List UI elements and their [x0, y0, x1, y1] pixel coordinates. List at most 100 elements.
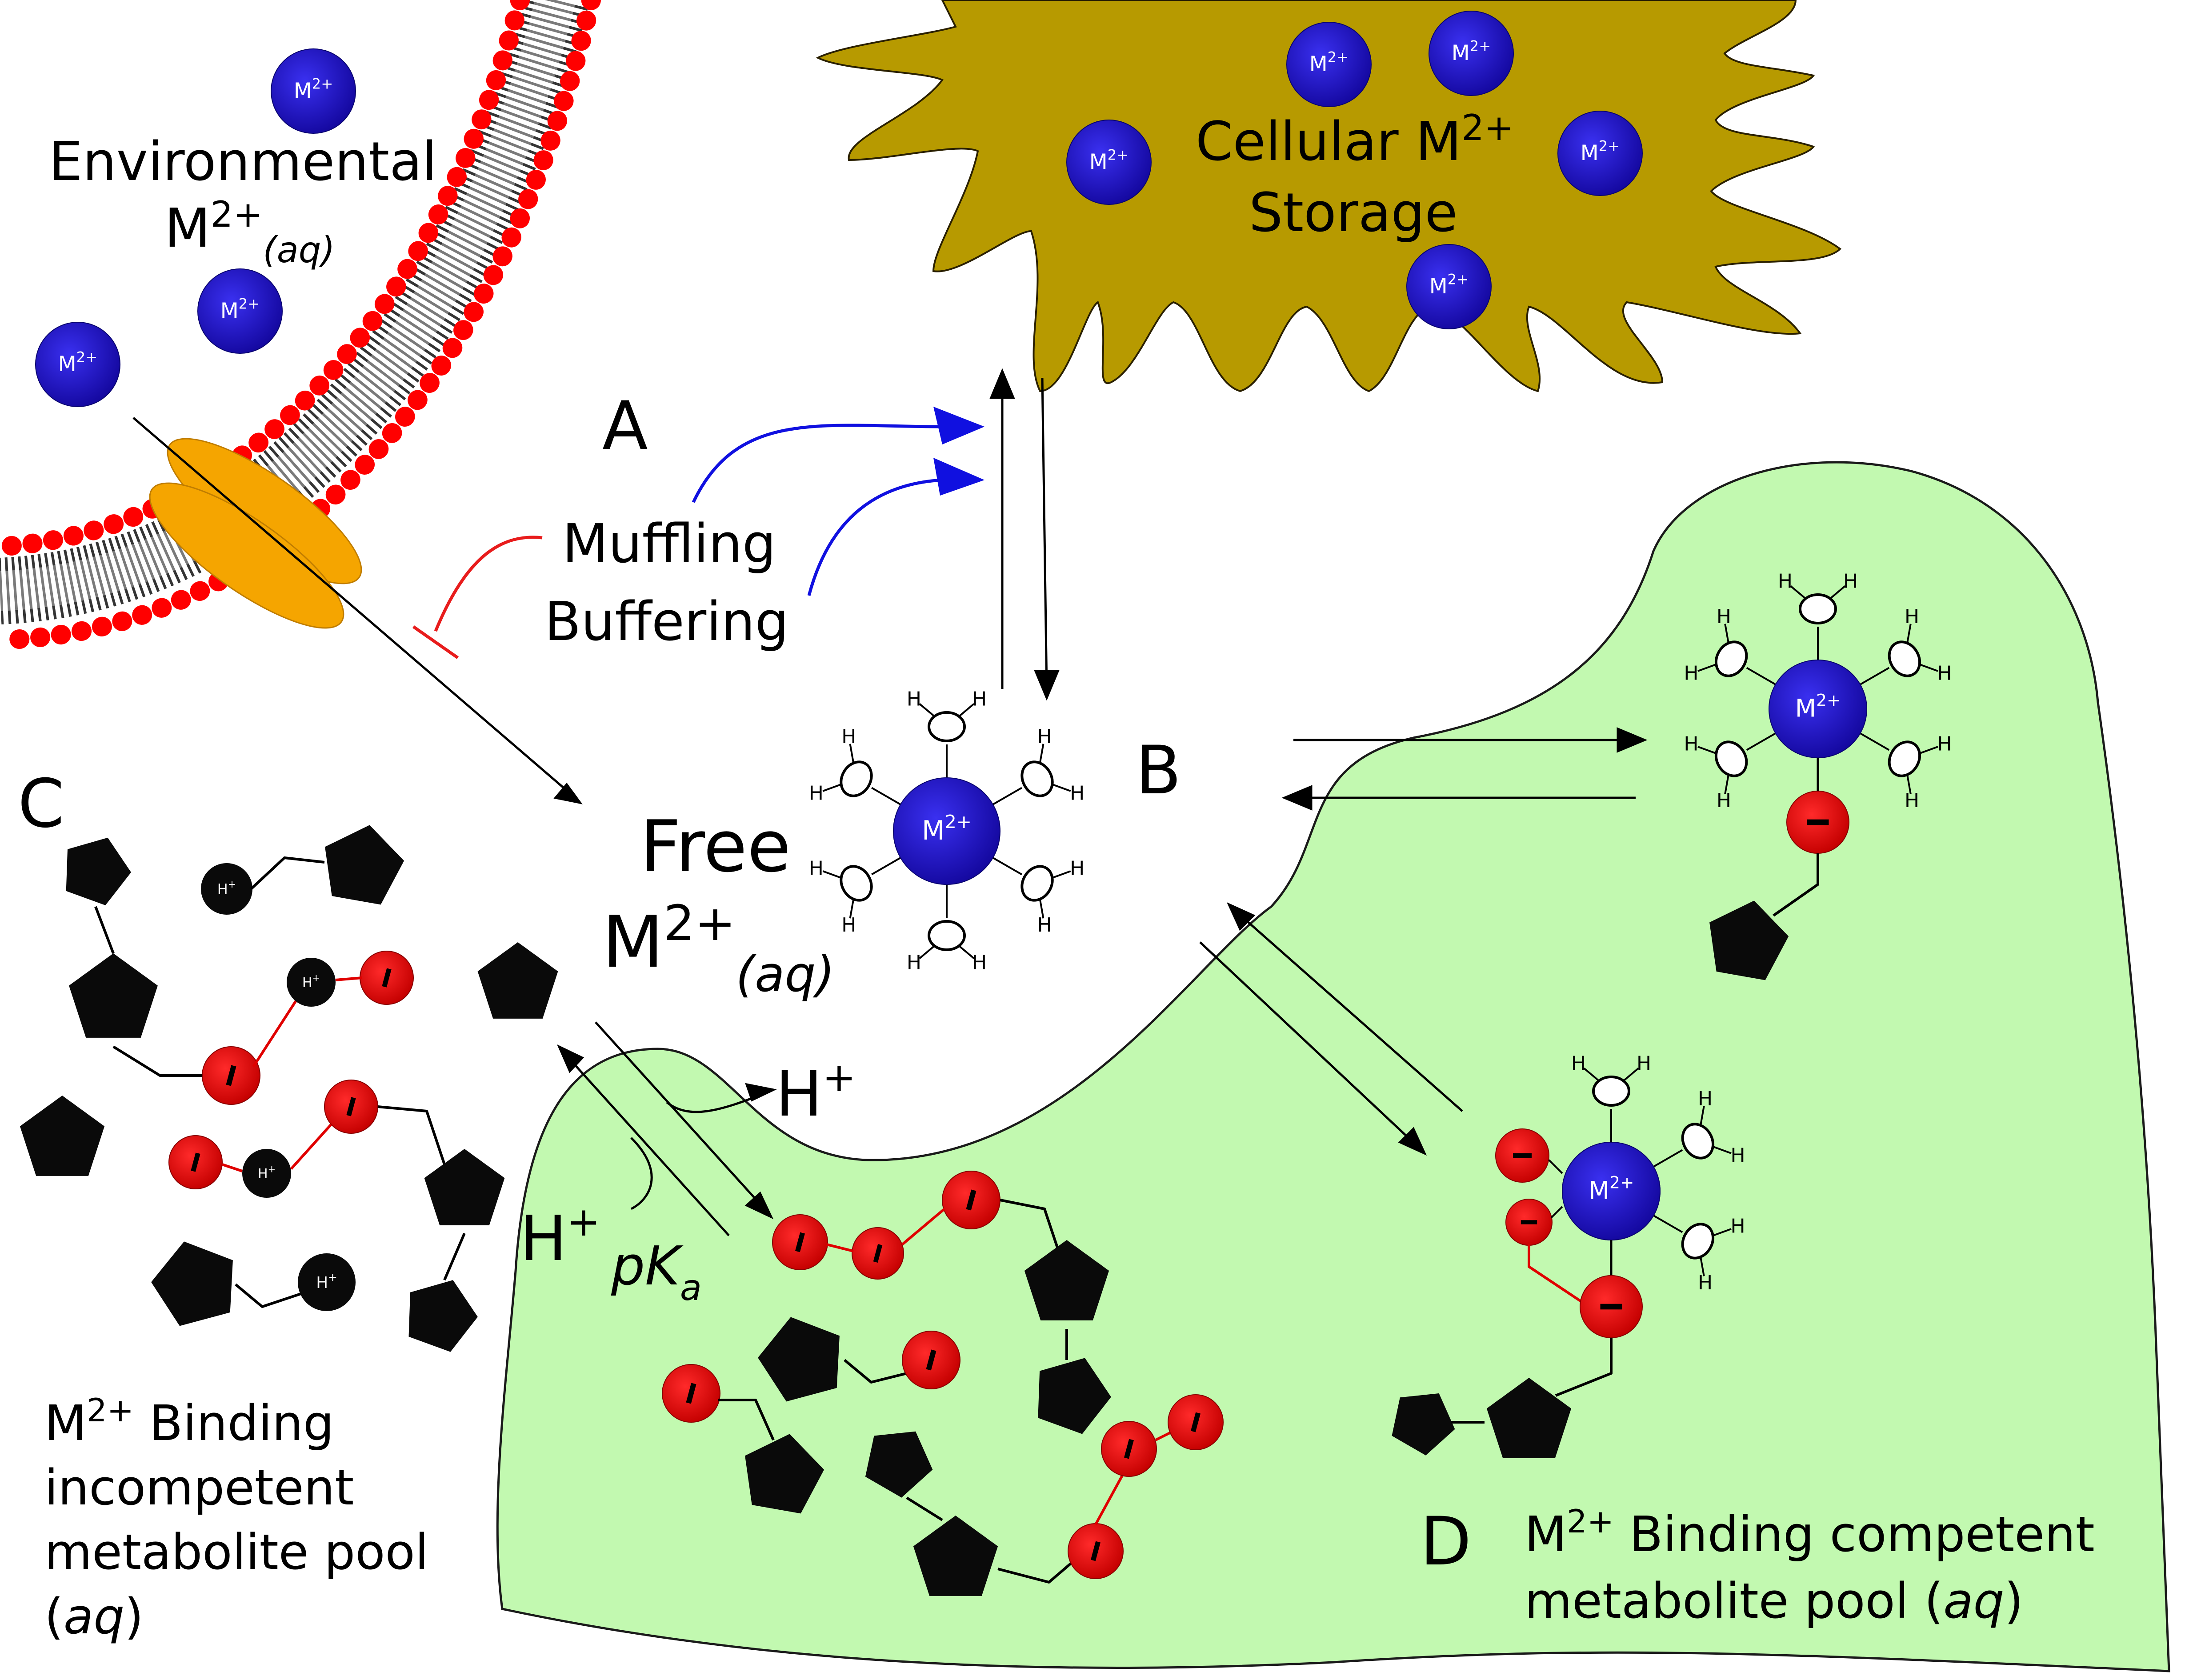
chain-bond [235, 1283, 303, 1308]
metal-ion-sphere [1429, 11, 1514, 96]
competent-pool-label-1: M2+ Binding competent [1525, 1503, 2095, 1563]
metal-ion-charge: 2+ [1816, 690, 1841, 710]
metal-ion-symbol: M [1089, 150, 1108, 174]
metal-ion: M2+ [1286, 22, 1372, 107]
metabolite-ring [1038, 1358, 1111, 1434]
oh-bond [822, 870, 841, 879]
oh-bond [1906, 624, 1912, 643]
chain-bond [443, 1232, 466, 1281]
anion-group [852, 1227, 904, 1280]
anion-group [1101, 1421, 1157, 1477]
anion-group [360, 951, 414, 1005]
environmental-ion-label: M2+(aq) [164, 194, 335, 271]
metal-ion-label: M2+ [1795, 690, 1841, 722]
metabolite-ring [151, 1241, 233, 1326]
metal-ion-charge: 2+ [945, 811, 972, 832]
chain-bond [94, 906, 115, 954]
hydrogen-atom: H [1684, 662, 1698, 684]
metal-ion-symbol: M [294, 79, 312, 103]
uptake-arrowhead [553, 782, 583, 804]
oxygen-atom [1799, 593, 1837, 624]
hydrogen-atom: H [1937, 662, 1952, 684]
proton-symbol: H [217, 881, 228, 898]
oxygen-atom [1020, 760, 1054, 797]
oxygen-atom [1681, 1123, 1715, 1160]
oh-bond [849, 900, 854, 919]
hydrogen-atom: H [809, 857, 824, 880]
metal-ion-charge: 2+ [76, 348, 98, 365]
proton-charge: + [268, 1164, 276, 1174]
proton-sphere [201, 863, 252, 915]
oh-bond [1830, 585, 1846, 599]
membrane-outer-heads [0, 0, 530, 556]
hydrogen-atom: H [1637, 1052, 1651, 1075]
minus-sign [686, 1383, 696, 1404]
metabolite-ring [69, 953, 158, 1038]
chelate-anion-1 [1495, 1128, 1549, 1183]
oh-bond [1724, 775, 1729, 794]
coordination-bond [1653, 1149, 1683, 1168]
water-ligand: HH [1684, 605, 1748, 684]
oxygen-atom [1592, 1076, 1630, 1107]
red-chain-bond [252, 990, 304, 1068]
metal-ion: M2+ [197, 268, 283, 354]
arrows [132, 368, 1648, 1236]
oh-bond [1724, 624, 1729, 643]
central-metal-ion: M2+ [1769, 660, 1867, 758]
free-ion-label: M2+(aq) [602, 895, 835, 1003]
oxygen-atom [840, 865, 873, 902]
hydrogen-atom: H [907, 688, 921, 710]
red-chain-bond [290, 1123, 332, 1170]
minus-sign [1190, 1412, 1201, 1432]
red-chain-bond [1094, 1475, 1124, 1525]
oh-bond [1052, 870, 1071, 879]
metal-ion-sphere [197, 268, 283, 354]
to-chelate-arrow [1199, 941, 1419, 1148]
hydrogen-atom: H [1717, 789, 1731, 812]
coordination-bond [871, 857, 901, 876]
hydrogen-atom: H [1937, 733, 1952, 756]
minus-sign [191, 1152, 200, 1172]
from-storage-arrowhead [1034, 670, 1060, 701]
metal-ion-symbol: M [1309, 52, 1328, 76]
minus-sign [1600, 1304, 1622, 1310]
chelate-anion-3 [1580, 1275, 1643, 1338]
oh-bond [1713, 1228, 1732, 1236]
bound-chain [1773, 853, 1819, 917]
hydrogen-atom: H [1037, 725, 1052, 748]
hydrogen-atom: H [1905, 605, 1919, 628]
metal-ion-symbol: M [922, 815, 945, 846]
proton-charge: + [228, 879, 236, 890]
incompetent-pool-label-1: M2+ Binding [44, 1392, 334, 1452]
anion-group [942, 1171, 1000, 1229]
minus-sign [1124, 1439, 1134, 1459]
chelate-metabolite-ring-2 [1392, 1393, 1455, 1456]
buffering-arrowhead-2 [933, 458, 984, 496]
storage-label: Storage [1249, 182, 1458, 244]
to-bound-arrowhead [1617, 727, 1648, 753]
red-chain-bond [901, 1208, 945, 1246]
metal-ion-charge: 2+ [1448, 271, 1469, 288]
proton-label: H+ [258, 1164, 276, 1182]
metal-ion-label: M2+ [922, 811, 972, 846]
membrane-tails-band [0, 0, 588, 624]
metabolite-ring [477, 942, 558, 1019]
minus-sign [1807, 819, 1829, 825]
coordination-bond [1860, 667, 1890, 685]
red-chain-bond [826, 1243, 854, 1252]
metal-ion-symbol: M [58, 352, 76, 376]
metal-ion-label: M2+ [220, 295, 260, 323]
metal-ion-label: M2+ [1309, 48, 1349, 76]
incompetent-pool-label-4: (aq) [44, 1588, 144, 1645]
pka-label: pKa [611, 1236, 702, 1308]
buffering-arrowhead-1 [933, 407, 984, 444]
hydrogen-atom: H [1698, 1272, 1713, 1294]
chelate-bond-1 [1548, 1159, 1563, 1174]
chelate-red-chain [1528, 1244, 1583, 1304]
water-ligand: HH [1681, 1215, 1745, 1294]
metabolites: H+H+H+H+ [20, 825, 1224, 1596]
